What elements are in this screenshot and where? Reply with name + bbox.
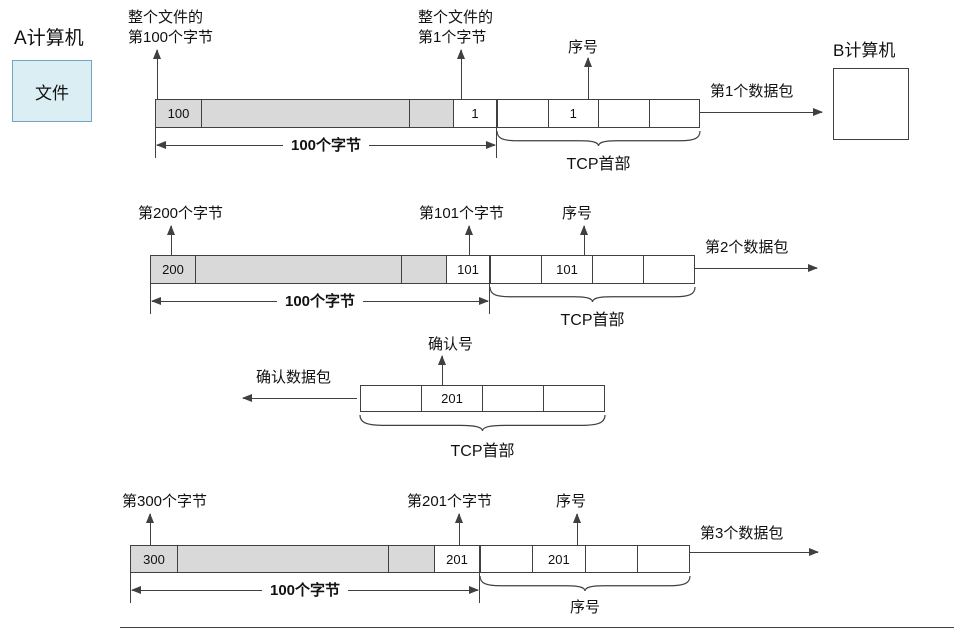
row2-tcp-seq-cell: 101 <box>542 256 593 283</box>
ack-underbrace <box>360 415 605 431</box>
left-extent-tick <box>130 573 131 603</box>
row3-tcp-seq-cell: 201 <box>533 546 586 572</box>
right-arrowhead-icon <box>486 140 496 149</box>
row1-bar-small-cell <box>410 100 454 127</box>
left-arrowhead-icon <box>156 140 166 149</box>
row2-file-bar: 200 101 <box>150 255 490 284</box>
row2-packet-arrow <box>695 264 818 272</box>
row1-tcp-header: 1 <box>497 99 700 128</box>
computer-a-label: A计算机 <box>14 28 84 49</box>
row2-left-annotation: 第200个字节 <box>138 205 224 222</box>
row2-seq-up-arrow <box>580 225 588 255</box>
row1-right-up-arrow <box>457 49 465 99</box>
right-arrowhead-icon <box>469 585 479 594</box>
right-extent-tick <box>496 128 497 158</box>
row3-bar-small-cell <box>389 546 435 572</box>
row2-bar-small-cell <box>402 256 447 283</box>
row1-seq-up-arrow <box>584 57 592 99</box>
ack-up-arrow <box>438 355 446 385</box>
row2-bar-end-cell: 101 <box>447 256 489 283</box>
left-arrowhead-icon <box>131 585 141 594</box>
row1-file-bar: 100 1 <box>155 99 497 128</box>
row3-bar-end-cell: 201 <box>435 546 479 572</box>
row2-packet-label: 第2个数据包 <box>705 239 789 256</box>
row2-tcp-header: 101 <box>490 255 695 284</box>
row2-tcp-label: TCP首部 <box>560 312 625 329</box>
ack-tcp-label: TCP首部 <box>450 443 515 460</box>
row1-bar-end-cell: 1 <box>454 100 496 127</box>
file-box-label: 文件 <box>35 83 69 103</box>
row3-underbrace <box>480 576 690 591</box>
row1-byte-range-label: 100个字节 <box>282 136 370 155</box>
row2-left-up-arrow <box>167 225 175 255</box>
row1-left-up-arrow <box>153 49 161 99</box>
file-box: 文件 <box>12 60 92 122</box>
row3-brace-label: 序号 <box>569 599 600 616</box>
ack-number-label: 确认号 <box>428 336 474 353</box>
row3-right-up-arrow <box>455 513 463 545</box>
row1-tcp-label: TCP首部 <box>566 156 631 173</box>
row3-bar-start-cell: 300 <box>131 546 178 572</box>
row1-byte-range: 100个字节 <box>155 128 497 158</box>
row1-packet-arrow <box>700 108 823 116</box>
row1-seq-label: 序号 <box>568 39 599 56</box>
row2-byte-range: 100个字节 <box>150 284 490 314</box>
row3-left-annotation: 第300个字节 <box>122 493 208 510</box>
row1-underbrace <box>497 131 700 146</box>
row1-bar-start-cell: 100 <box>156 100 202 127</box>
bottom-divider-line <box>120 627 954 628</box>
right-extent-tick <box>489 284 490 314</box>
row1-bar-body-cell <box>202 100 410 127</box>
left-extent-tick <box>150 284 151 314</box>
row2-bar-start-cell: 200 <box>151 256 196 283</box>
row2-underbrace <box>490 287 695 302</box>
row3-byte-range-label: 100个字节 <box>261 581 349 600</box>
ack-value-cell: 201 <box>422 386 483 411</box>
left-arrowhead-icon <box>151 296 161 305</box>
left-extent-tick <box>155 128 156 158</box>
row3-bar-body-cell <box>178 546 389 572</box>
row2-seq-label: 序号 <box>562 205 593 222</box>
row3-byte-range: 100个字节 <box>130 573 480 603</box>
row3-packet-arrow <box>690 548 819 556</box>
row3-seq-label: 序号 <box>556 493 587 510</box>
ack-tcp-header: 201 <box>360 385 605 412</box>
row3-tcp-header: 201 <box>480 545 690 573</box>
computer-b-label: B计算机 <box>833 41 896 60</box>
row3-right-annotation: 第201个字节 <box>407 493 493 510</box>
row2-right-up-arrow <box>465 225 473 255</box>
row2-byte-range-label: 100个字节 <box>276 292 364 311</box>
row3-left-up-arrow <box>146 513 154 545</box>
row3-file-bar: 300 201 <box>130 545 480 573</box>
right-extent-tick <box>479 573 480 603</box>
row1-packet-label: 第1个数据包 <box>710 83 794 100</box>
row1-right-annotation: 整个文件的 第1个字节 <box>418 9 494 46</box>
row3-packet-label: 第3个数据包 <box>700 525 784 542</box>
row1-left-annotation: 整个文件的 第100个字节 <box>128 9 214 46</box>
ack-packet-label: 确认数据包 <box>256 369 332 386</box>
computer-b-box <box>833 68 909 140</box>
right-arrowhead-icon <box>479 296 489 305</box>
row2-right-annotation: 第101个字节 <box>419 205 505 222</box>
row2-bar-body-cell <box>196 256 402 283</box>
row3-seq-up-arrow <box>573 513 581 545</box>
row1-tcp-seq-cell: 1 <box>548 100 599 127</box>
ack-packet-arrow <box>242 394 357 402</box>
